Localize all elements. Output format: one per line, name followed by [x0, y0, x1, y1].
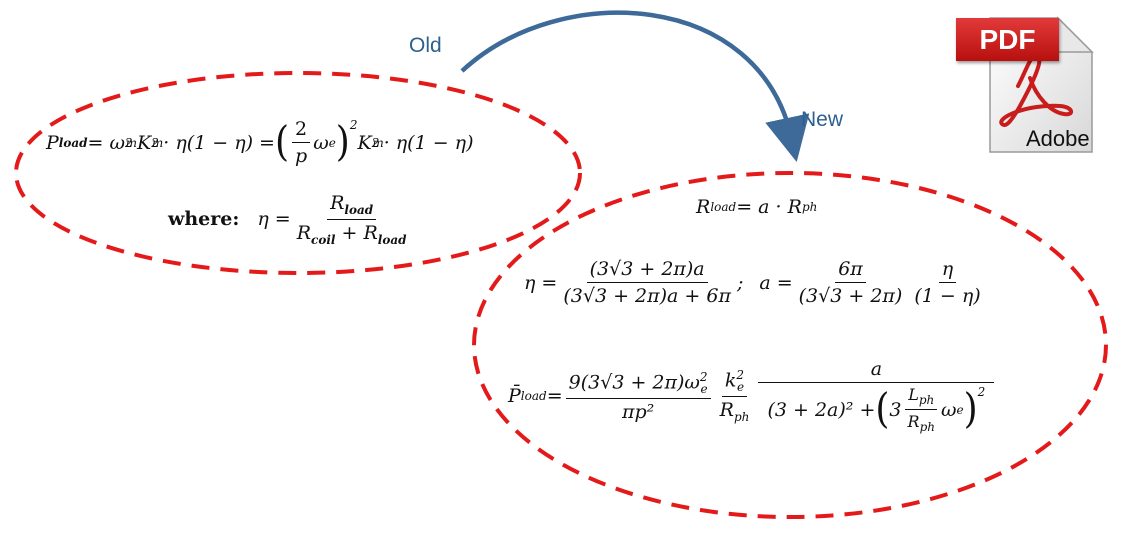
subscript: ph	[801, 200, 818, 214]
subscript: ph	[918, 393, 935, 408]
superscript: 2	[124, 135, 133, 150]
where-label: where:	[168, 208, 240, 231]
symbol: P̄	[508, 385, 521, 408]
superscript: 2	[349, 118, 358, 132]
subscript: m	[125, 135, 138, 150]
new-ellipse	[472, 171, 1108, 519]
symbol: a =	[759, 271, 793, 294]
new-p-bar-equation: P̄load = 9(3√3 + 2π)ω2e πp² k2e Rph a (3…	[508, 358, 997, 434]
subscript: load	[344, 202, 374, 217]
superscript: 2	[699, 369, 708, 384]
numerator: k2e	[721, 368, 748, 398]
numerator: 2	[292, 118, 311, 143]
denominator: (3√3 + 2π)	[798, 285, 903, 307]
separator: ;	[736, 271, 744, 294]
numerator: η	[938, 258, 957, 283]
symbol: R	[719, 399, 734, 422]
symbol: K	[357, 131, 372, 154]
subscript: e	[956, 402, 964, 417]
denominator: πp²	[621, 400, 655, 423]
symbol: R	[330, 192, 345, 214]
numerator: Rload	[327, 192, 377, 220]
subscript: load	[377, 232, 407, 247]
symbol: ω	[313, 131, 329, 154]
subscript: e	[737, 380, 745, 395]
symbol: L	[908, 385, 919, 404]
subscript: load	[58, 135, 88, 150]
new-eta-a-equation: η = (3√3 + 2π)a (3√3 + 2π)a + 6π ; a = 6…	[524, 258, 987, 307]
subscript: m	[372, 135, 384, 150]
pdf-badge: PDF	[956, 18, 1059, 61]
numerator: a	[758, 358, 995, 383]
fraction: Lph Rph	[905, 385, 938, 434]
subscript: m	[151, 135, 164, 150]
symbol: η =	[257, 208, 291, 231]
superscript: 2	[977, 385, 986, 399]
adobe-label: Adobe	[1026, 126, 1090, 151]
old-label: Old	[409, 34, 442, 57]
symbol: R	[696, 196, 711, 218]
symbol: R	[907, 412, 920, 432]
new-label: New	[801, 108, 844, 131]
symbol: ω	[940, 398, 957, 421]
fraction: k2e Rph	[717, 368, 753, 424]
symbol: P	[46, 131, 59, 154]
fraction: (3√3 + 2π)a (3√3 + 2π)a + 6π	[560, 258, 734, 307]
subscript: load	[710, 200, 737, 214]
subscript: coil	[311, 232, 336, 247]
old-eta-equation: where: η = Rload Rcoil + Rload	[168, 192, 413, 247]
subscript: ph	[919, 420, 935, 435]
paren: )	[335, 118, 350, 166]
fraction: 9(3√3 + 2π)ω2e πp²	[565, 369, 711, 423]
paren: (	[274, 118, 290, 166]
symbol: (3 + 2a)² +	[767, 398, 876, 421]
superscript: 2	[736, 368, 745, 383]
denominator: Rph	[717, 397, 753, 424]
symbol: R	[296, 221, 312, 244]
symbol: =	[546, 385, 563, 408]
denominator: (1 − η)	[914, 285, 981, 307]
paren: )	[963, 385, 978, 433]
paren: (	[875, 385, 890, 433]
old-to-new-arrow	[460, 10, 810, 162]
numerator: (3√3 + 2π)a	[586, 258, 708, 283]
numerator: 6π	[835, 258, 866, 283]
page-fold	[1057, 16, 1094, 53]
symbol: K	[137, 131, 152, 154]
superscript: 2	[151, 135, 159, 150]
symbol: + R	[335, 221, 378, 244]
numerator: Lph	[905, 385, 938, 411]
denominator: Rph	[905, 410, 938, 434]
fraction: η (1 − η)	[911, 258, 983, 307]
superscript: 2	[371, 135, 380, 150]
subscript: ph	[733, 410, 750, 425]
symbol: · η(1 − η)	[383, 131, 474, 154]
denominator: p	[295, 145, 308, 167]
denominator: (3√3 + 2π)a + 6π	[563, 285, 731, 307]
symbol: 3	[889, 398, 902, 421]
numerator: 9(3√3 + 2π)ω2e	[565, 369, 711, 399]
subscript: e	[328, 135, 336, 150]
subscript: load	[520, 389, 547, 404]
symbol: · η(1 − η) =	[163, 131, 275, 154]
fraction: 2 p	[292, 118, 311, 167]
denominator: Rcoil + Rload	[294, 220, 410, 247]
symbol: η =	[524, 271, 558, 294]
symbol: k	[724, 369, 737, 392]
old-ellipse	[14, 71, 582, 275]
fraction: Rload Rcoil + Rload	[294, 192, 410, 247]
subscript: e	[700, 381, 708, 396]
fraction: 6π (3√3 + 2π)	[796, 258, 906, 307]
symbol: 9(3√3 + 2π)ω	[568, 370, 700, 393]
symbol: = a · R	[736, 196, 802, 218]
symbol: = ω	[87, 131, 125, 154]
